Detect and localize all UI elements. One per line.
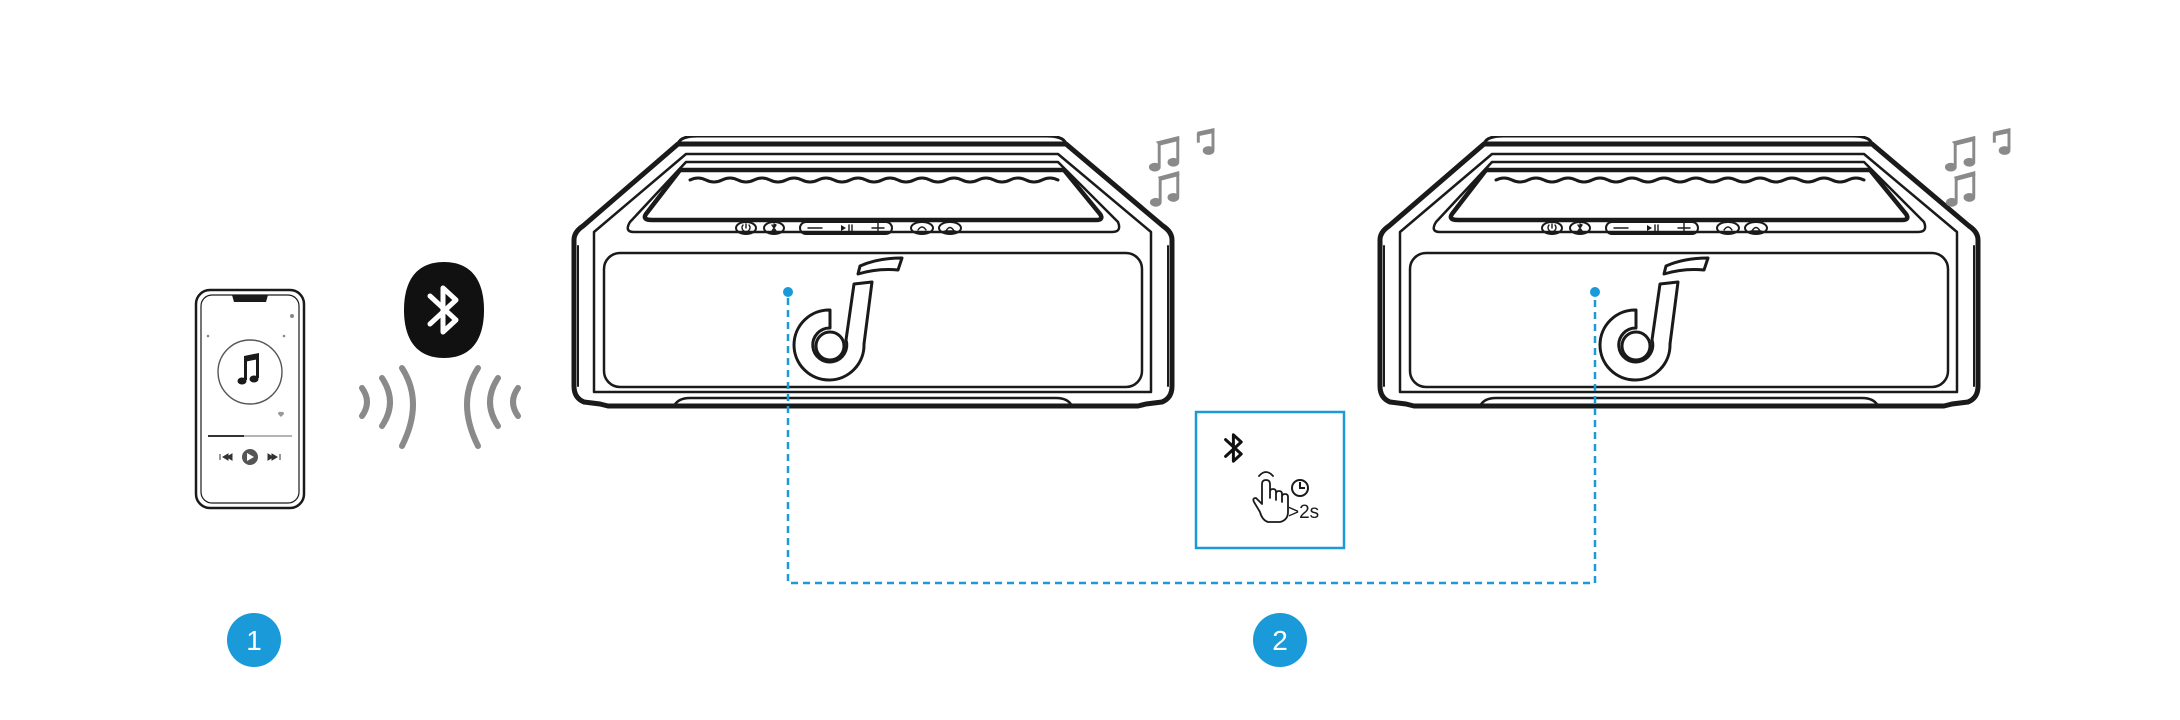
finger-press-icon bbox=[1252, 471, 1289, 523]
step-number-2: 2 bbox=[1272, 625, 1288, 656]
signal-waves-right-icon bbox=[464, 365, 521, 449]
step-number-1: 1 bbox=[246, 625, 262, 656]
hold-duration-label: >2s bbox=[1288, 502, 1319, 523]
music-notes-left-icon bbox=[1148, 128, 1215, 207]
smartphone-icon bbox=[194, 288, 306, 510]
bluetooth-icon bbox=[404, 262, 484, 358]
speaker-left bbox=[574, 136, 1172, 406]
step-badge-1: 1 bbox=[227, 613, 281, 667]
step-badge-2: 2 bbox=[1253, 613, 1307, 667]
speaker-right bbox=[1380, 136, 1978, 406]
hold-bluetooth-card: >2s bbox=[1194, 410, 1346, 550]
signal-waves-left-icon bbox=[359, 365, 416, 449]
music-notes-right-icon bbox=[1944, 128, 2011, 207]
clock-icon bbox=[1291, 479, 1309, 497]
pairing-connector-line bbox=[783, 287, 1600, 585]
